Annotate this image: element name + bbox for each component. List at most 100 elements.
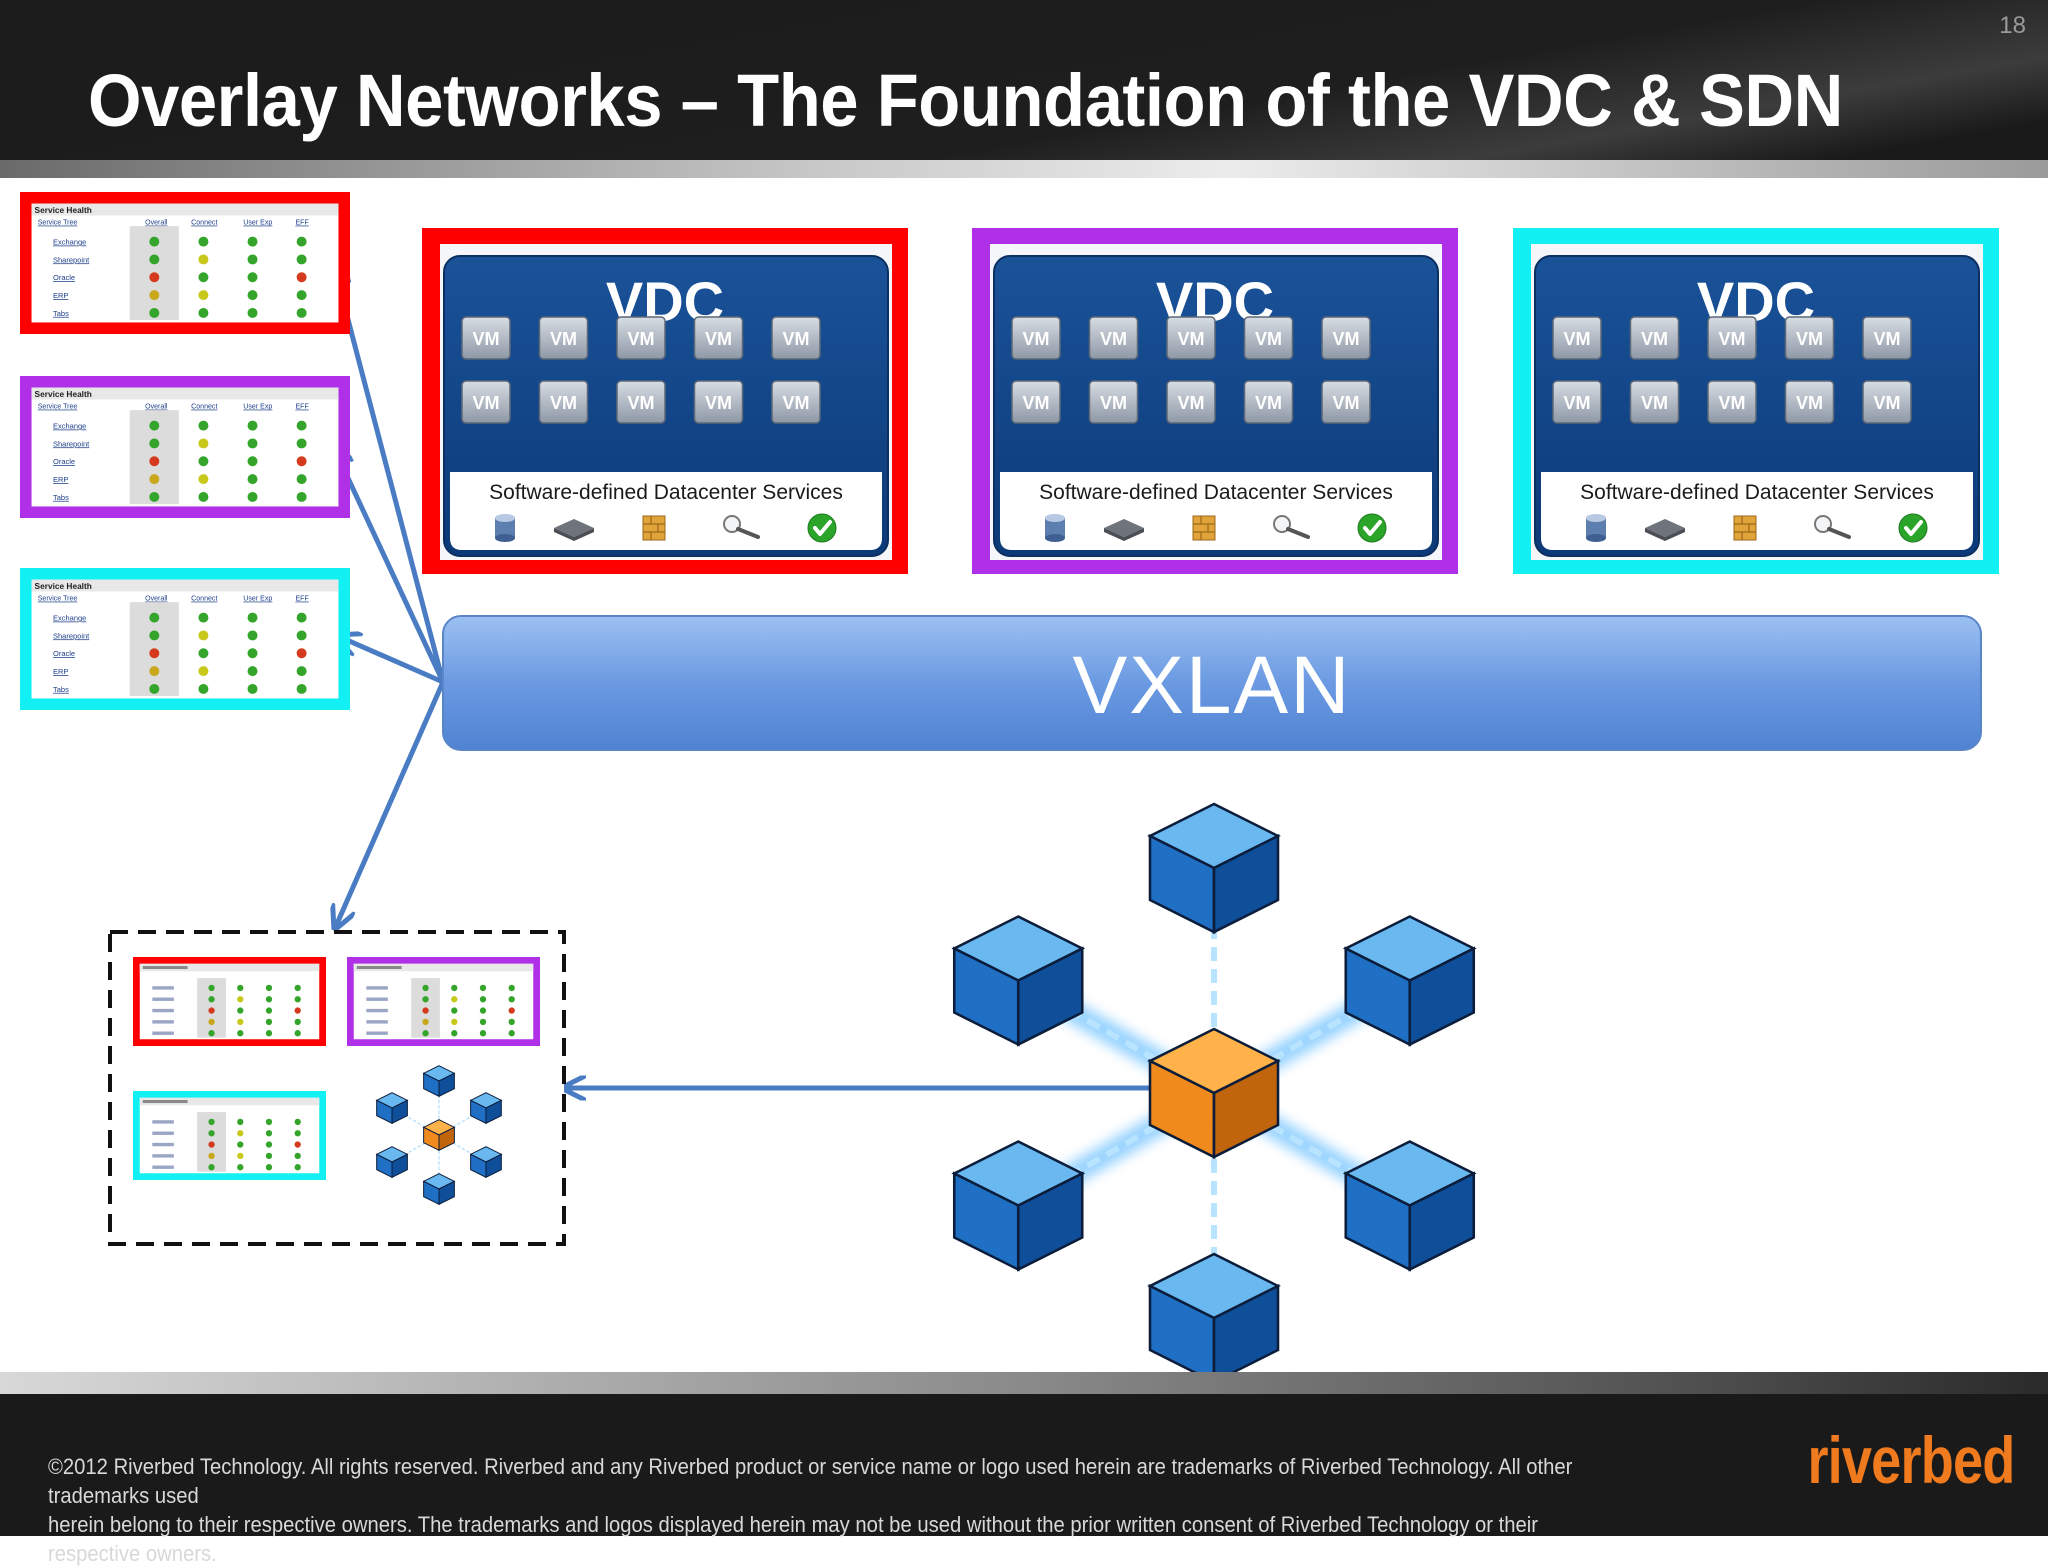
vm-box: VM: [693, 380, 744, 424]
status-dot: [149, 236, 160, 247]
dashboard-row-label: Oracle: [53, 649, 75, 658]
services-label: Software-defined Datacenter Services: [1039, 481, 1393, 504]
vm-label: VM: [1333, 329, 1360, 349]
status-dot: [198, 666, 209, 677]
dashboard-column: Overall: [145, 220, 168, 227]
status-dot: [296, 254, 307, 265]
status-dot: [422, 1007, 429, 1014]
vm-box: VM: [1784, 380, 1835, 424]
status-dot: [296, 666, 307, 677]
status-dot: [265, 1141, 273, 1148]
vm-box: VM: [1321, 380, 1371, 424]
dashboard-row-label: Tabs: [53, 685, 69, 694]
status-dot: [198, 272, 209, 283]
status-dot: [265, 1030, 273, 1037]
status-dot: [198, 254, 209, 265]
status-dot: [149, 456, 160, 467]
network-hub: [951, 802, 1477, 1385]
slide-header: Overlay Networks – The Foundation of the…: [0, 0, 2048, 178]
status-dot: [479, 996, 487, 1003]
services-label: Software-defined Datacenter Services: [489, 481, 843, 504]
status-dot: [247, 648, 258, 659]
status-dot: [247, 683, 258, 694]
status-dot: [149, 683, 160, 694]
status-dot: [247, 272, 258, 283]
database-icon: [1586, 514, 1606, 542]
status-dot: [198, 491, 209, 502]
status-dot: [296, 236, 307, 247]
vm-box: VM: [1862, 380, 1912, 424]
blue-cube: [375, 1146, 409, 1179]
status-dot: [479, 1007, 487, 1014]
dashboard-column: Overall: [145, 404, 168, 411]
status-dot: [208, 1130, 215, 1137]
status-dot: [247, 474, 258, 485]
status-dot: [296, 438, 307, 449]
status-dot: [296, 290, 307, 301]
dashboard-column: Connect: [191, 596, 217, 603]
status-dot: [198, 648, 209, 659]
status-dot: [208, 996, 215, 1003]
search-icon: [1273, 515, 1310, 539]
status-dot: [508, 1018, 515, 1026]
status-dot: [198, 290, 209, 301]
status-dot: [208, 1030, 215, 1037]
dashboard-header: Service Health: [35, 389, 92, 399]
dashboard-column: User Exp: [243, 596, 272, 603]
dashboard-column: Connect: [191, 220, 217, 227]
status-dot: [265, 996, 273, 1003]
vxlan-label: VXLAN: [1073, 640, 1352, 731]
status-dot: [149, 491, 160, 502]
blue-cube: [951, 915, 1086, 1047]
status-dot: [265, 1018, 273, 1026]
blue-cube: [951, 1140, 1086, 1272]
status-dot: [294, 996, 301, 1003]
status-dot: [247, 307, 258, 318]
vm-label: VM: [1255, 393, 1282, 413]
vm-label: VM: [1874, 329, 1901, 349]
dashboard-row-label: Tabs: [53, 493, 69, 502]
vm-box: VM: [771, 316, 821, 360]
vm-label: VM: [550, 393, 577, 413]
check-icon: [1898, 513, 1928, 543]
status-dot: [294, 1007, 301, 1014]
status-dot: [247, 612, 258, 623]
status-dot: [265, 1007, 273, 1014]
vm-label: VM: [1641, 329, 1668, 349]
vm-label: VM: [1023, 329, 1050, 349]
status-dot: [422, 984, 429, 992]
legal-notice: ©2012 Riverbed Technology. All rights re…: [48, 1452, 1612, 1568]
status-dot: [296, 612, 307, 623]
vm-label: VM: [1719, 329, 1746, 349]
vm-label: VM: [628, 329, 655, 349]
status-dot: [237, 1130, 244, 1137]
blue-cube: [422, 1065, 456, 1098]
status-dot: [294, 1130, 301, 1137]
status-dot: [149, 648, 160, 659]
status-dot: [294, 1018, 301, 1026]
status-dot: [149, 420, 160, 431]
status-dot: [265, 1130, 273, 1137]
status-dot: [479, 1030, 487, 1037]
firewall-icon: [1192, 515, 1216, 541]
dashboard-column: Service Tree: [38, 220, 78, 227]
orange-cube: [422, 1119, 456, 1152]
arrow-4: [336, 680, 446, 926]
vm-label: VM: [1100, 393, 1127, 413]
storage-icon: [554, 519, 594, 541]
status-dot: [247, 420, 258, 431]
status-dot: [294, 984, 301, 992]
slide-footer: ©2012 Riverbed Technology. All rights re…: [0, 1372, 2048, 1566]
vm-label: VM: [1178, 329, 1205, 349]
vm-box: VM: [538, 316, 589, 360]
status-dot: [296, 307, 307, 318]
status-dot: [149, 474, 160, 485]
vm-label: VM: [1333, 393, 1360, 413]
arrow-3: [340, 637, 445, 685]
status-dot: [198, 456, 209, 467]
blue-cube: [375, 1092, 409, 1125]
status-dot: [451, 996, 458, 1003]
